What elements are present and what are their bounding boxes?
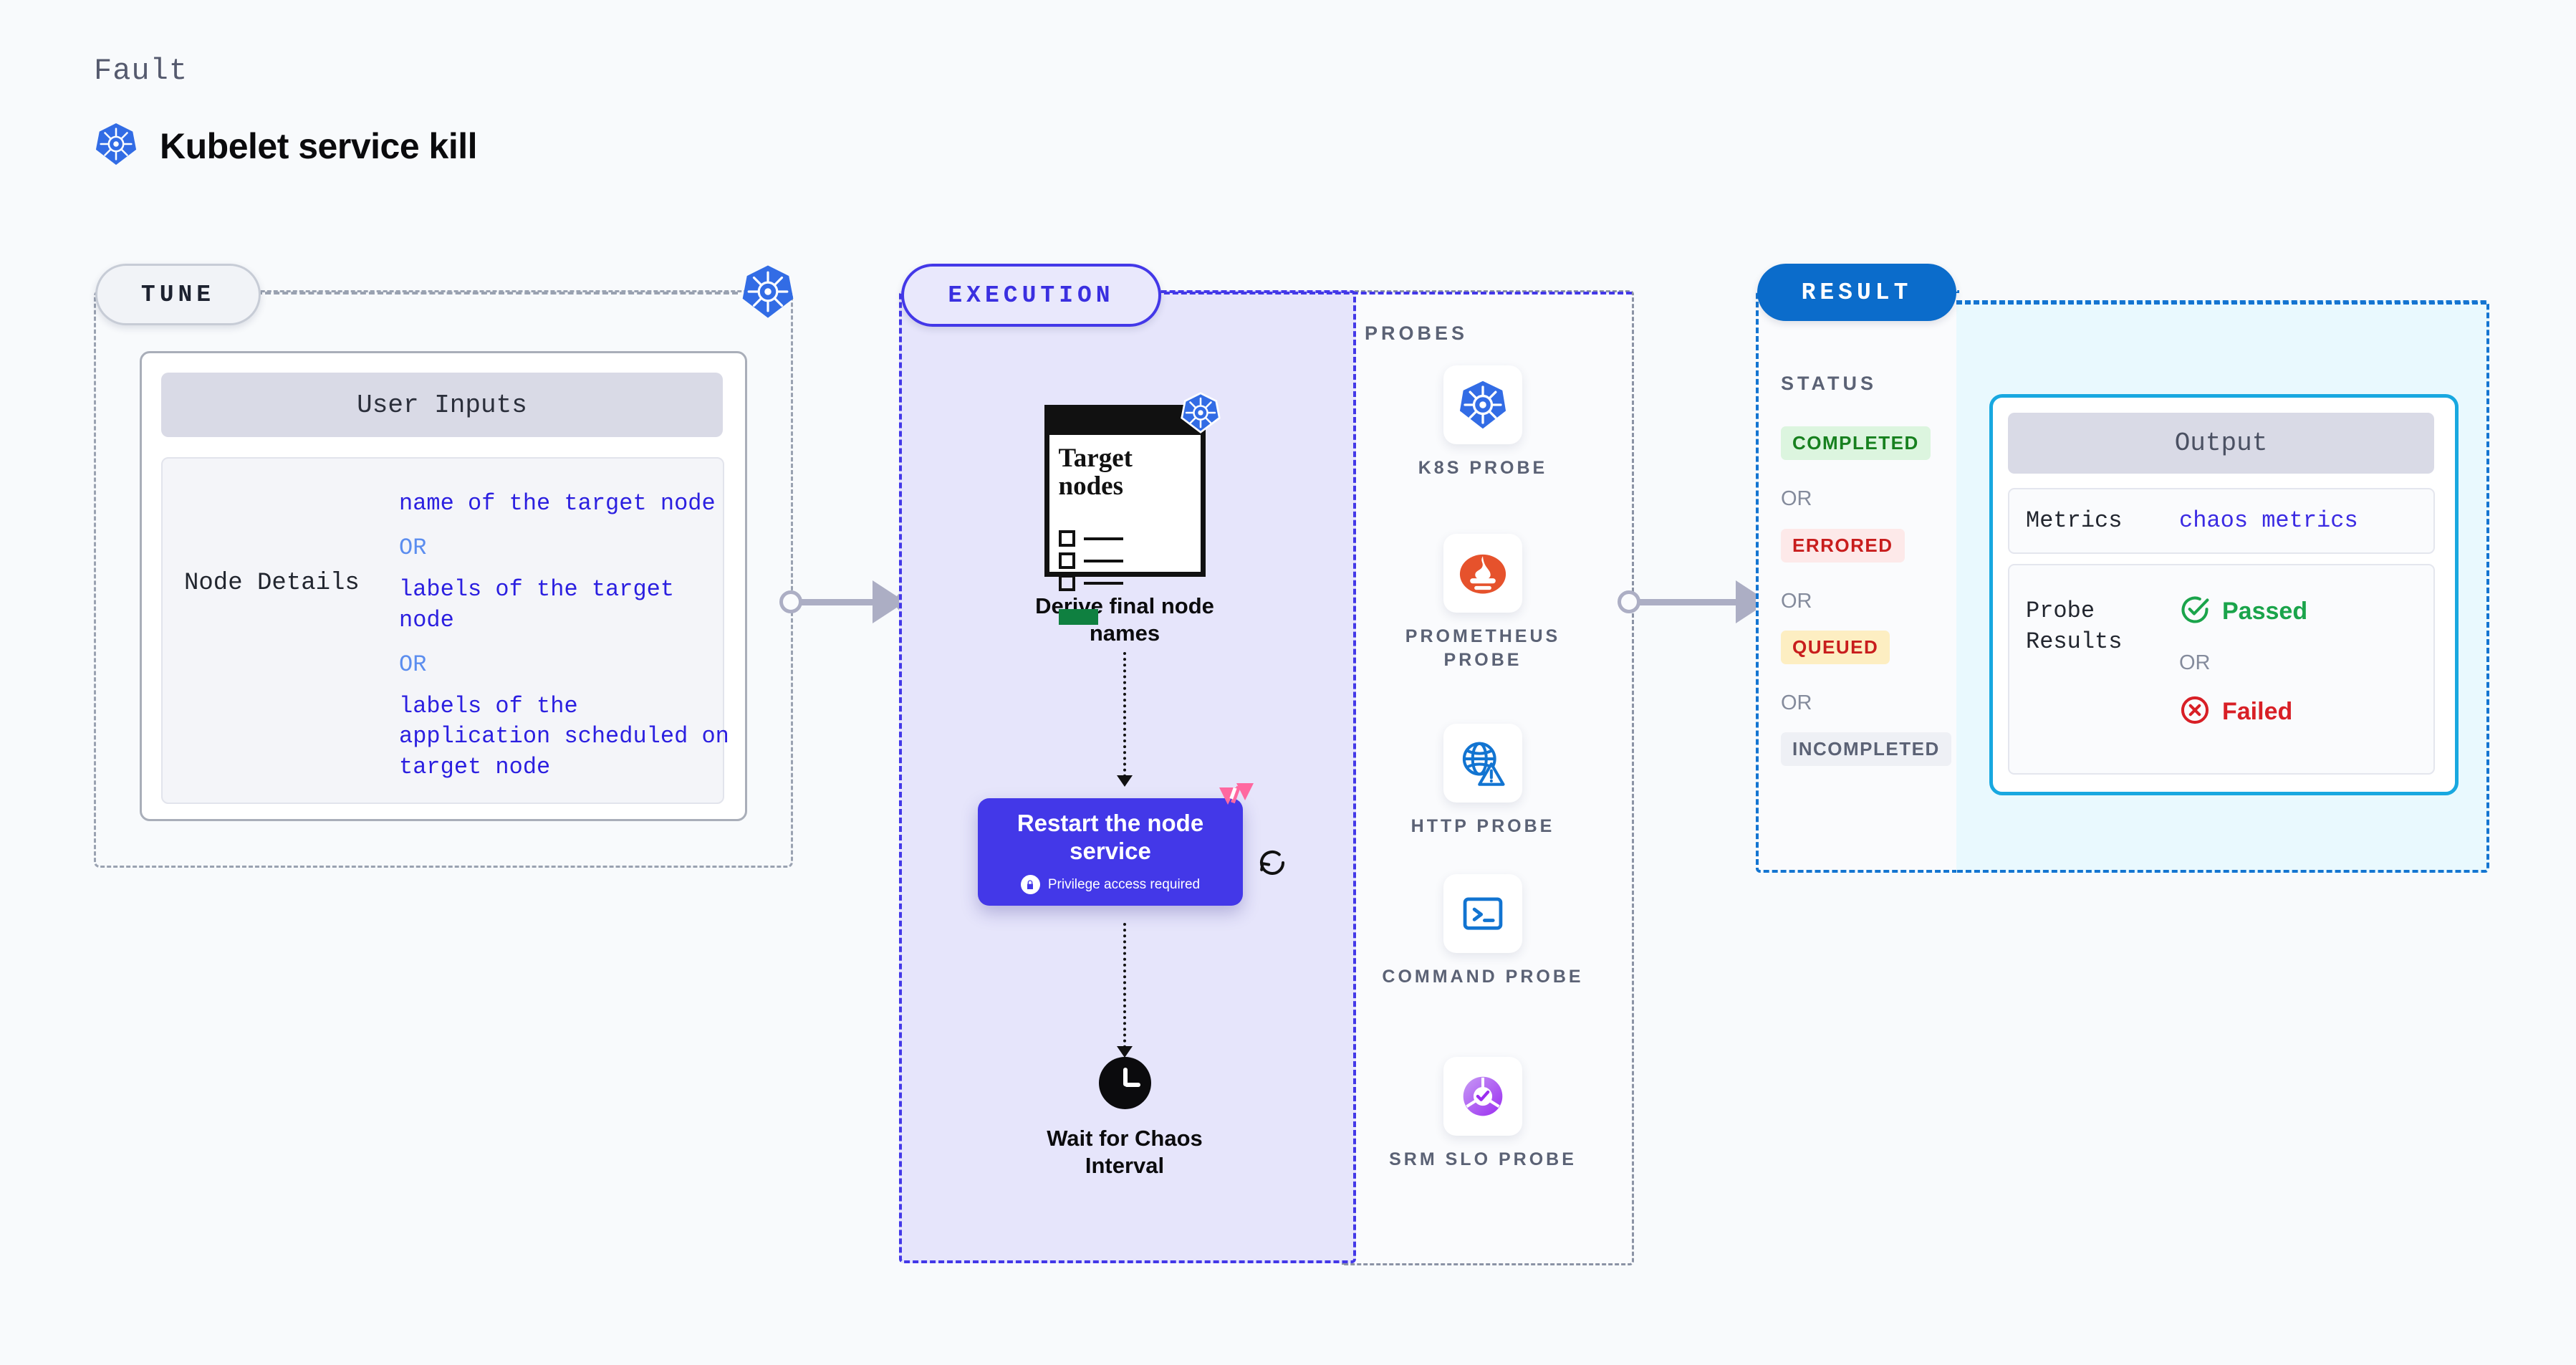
connector-tune-to-execution <box>779 580 919 623</box>
tune-stage-pill[interactable]: TUNE <box>95 264 261 325</box>
metrics-row: Metrics chaos metrics <box>2008 488 2435 554</box>
node-details-value-3: labels of the application scheduled on t… <box>399 693 729 780</box>
probe-item-k8s[interactable]: K8S PROBE <box>1375 365 1590 480</box>
prometheus-icon <box>1443 534 1522 613</box>
page-title-row: Kubelet service kill <box>94 122 478 170</box>
document-checklist-icon: Target nodes <box>1044 392 1221 625</box>
node-details-row: Node Details name of the target node OR … <box>161 457 729 804</box>
user-inputs-card: User Inputs Node Details name of the tar… <box>140 351 747 821</box>
execution-stage-pill[interactable]: EXECUTION <box>901 264 1161 327</box>
document-title: Target nodes <box>1058 444 1133 502</box>
node-details-value-1: name of the target node <box>399 490 716 517</box>
probe-result-or: OR <box>2179 651 2211 675</box>
execution-pill-connector <box>1155 292 1632 294</box>
probe-label: K8S PROBE <box>1418 458 1548 478</box>
result-pill-connector <box>1956 302 2486 305</box>
page-title: Kubelet service kill <box>160 125 478 166</box>
result-status-container <box>1756 290 1959 873</box>
status-badge-incompleted: INCOMPLETED <box>1781 732 1951 766</box>
probe-label: COMMAND PROBE <box>1382 967 1584 987</box>
node-details-value-2: labels of the target node <box>399 576 675 633</box>
output-header: Output <box>2008 413 2434 474</box>
status-or-3: OR <box>1781 691 1812 714</box>
probe-item-command[interactable]: COMMAND PROBE <box>1375 874 1590 989</box>
probe-item-prometheus[interactable]: PROMETHEUS PROBE <box>1375 534 1590 671</box>
probe-item-srm-slo[interactable]: SRM SLO PROBE <box>1375 1057 1590 1172</box>
probe-label: PROMETHEUS PROBE <box>1405 626 1561 670</box>
terminal-icon <box>1443 874 1522 953</box>
probe-result-passed-label: Passed <box>2222 598 2308 625</box>
kubernetes-icon <box>740 264 796 320</box>
probes-title: PROBES <box>1365 322 1469 344</box>
status-title: STATUS <box>1781 373 1877 394</box>
node-details-or-2: OR <box>399 651 427 678</box>
node-details-values: name of the target node OR labels of the… <box>399 489 729 782</box>
harness-icon <box>1218 783 1255 818</box>
globe-warning-icon <box>1443 724 1522 803</box>
tune-card-wrapper: User Inputs Node Details name of the tar… <box>94 290 789 863</box>
srm-slo-icon <box>1443 1057 1522 1136</box>
metrics-value[interactable]: chaos metrics <box>2179 507 2358 534</box>
status-badge-completed: COMPLETED <box>1781 426 1931 460</box>
probe-result-failed-label: Failed <box>2222 698 2293 725</box>
execution-step-restart-the-node-service[interactable]: Restart the node service Privilege acces… <box>978 798 1243 906</box>
status-or-1: OR <box>1781 487 1812 510</box>
flow-line-2 <box>1123 923 1126 1048</box>
result-stage-pill[interactable]: RESULT <box>1757 264 1956 321</box>
flow-arrow-1 <box>1117 775 1133 787</box>
x-circle-icon <box>2179 694 2211 729</box>
flow-line-1 <box>1123 652 1126 777</box>
tune-pill-connector <box>256 292 738 294</box>
execution-step-label: Derive final node names <box>1035 593 1214 646</box>
status-badge-errored: ERRORED <box>1781 529 1905 562</box>
probe-label: HTTP PROBE <box>1410 816 1555 836</box>
lock-icon <box>1020 875 1040 895</box>
privilege-note: Privilege access required <box>1020 875 1201 895</box>
refresh-icon[interactable] <box>1255 846 1289 880</box>
probe-item-http[interactable]: HTTP PROBE <box>1375 724 1590 838</box>
probe-result-or-label: OR <box>2179 651 2211 674</box>
privilege-note-label: Privilege access required <box>1047 876 1201 892</box>
probe-result-failed: Failed <box>2179 694 2292 729</box>
kubernetes-icon <box>1443 365 1522 444</box>
probe-label: SRM SLO PROBE <box>1389 1149 1577 1169</box>
page-eyebrow: Fault <box>94 54 188 88</box>
probe-result-passed: Passed <box>2179 594 2307 629</box>
status-or-2: OR <box>1781 590 1812 613</box>
flow-arrow-2 <box>1117 1046 1133 1058</box>
kubernetes-icon <box>1180 392 1221 434</box>
node-details-or-1: OR <box>399 535 427 562</box>
execution-step-wait-for-chaos-interval[interactable]: Wait for Chaos Interval <box>1024 1057 1225 1179</box>
status-badge-queued: QUEUED <box>1781 631 1890 664</box>
clock-icon <box>1098 1057 1151 1109</box>
user-inputs-header: User Inputs <box>161 373 723 437</box>
kubernetes-icon <box>94 122 138 170</box>
execution-step-label: Wait for Chaos Interval <box>1047 1126 1203 1178</box>
node-details-label: Node Details <box>184 570 360 597</box>
execution-step-derive-final-node-names[interactable]: Target nodes Derive final node names <box>1024 392 1225 647</box>
tune-stage-container <box>94 290 793 868</box>
metrics-label: Metrics <box>2026 507 2123 534</box>
execution-step-label: Restart the node service <box>1017 809 1204 864</box>
check-circle-icon <box>2179 594 2211 629</box>
